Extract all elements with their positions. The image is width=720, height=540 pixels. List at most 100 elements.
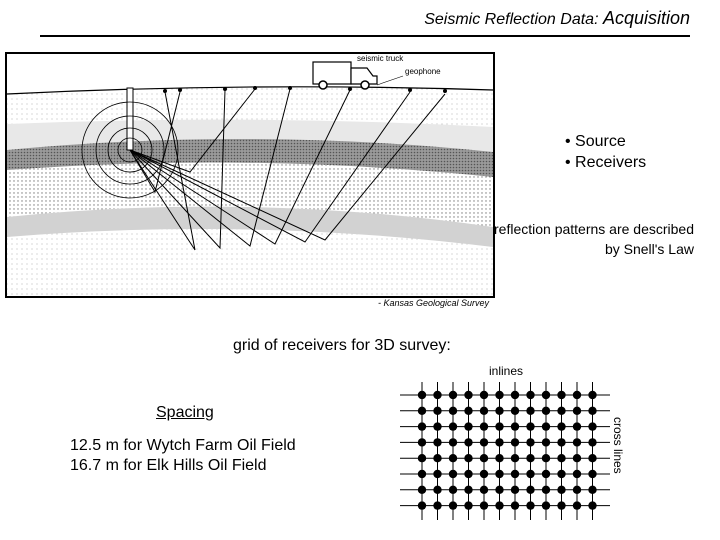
receiver-dot — [557, 422, 565, 430]
receiver-dot — [526, 501, 534, 509]
receiver-dot — [480, 438, 488, 446]
seismic-cross-section: seismic truck geophone — [5, 52, 495, 298]
receiver-dot — [526, 407, 534, 415]
receiver-dot — [495, 407, 503, 415]
receiver-dot — [495, 470, 503, 478]
receiver-dot — [526, 454, 534, 462]
receiver-dot — [464, 391, 472, 399]
receiver-dot — [433, 391, 441, 399]
truck-label: seismic truck — [357, 54, 404, 63]
receiver-dot — [542, 438, 550, 446]
receiver-dot — [464, 470, 472, 478]
receiver-dot — [480, 407, 488, 415]
receiver-dot — [464, 486, 472, 494]
receiver-dot — [557, 470, 565, 478]
receiver-dot — [511, 407, 519, 415]
receiver-dot — [511, 422, 519, 430]
receiver-dot — [526, 486, 534, 494]
receiver-dot — [449, 407, 457, 415]
receiver-dot — [418, 454, 426, 462]
receiver-dot — [480, 422, 488, 430]
receiver-dot — [511, 501, 519, 509]
receiver-dot — [557, 486, 565, 494]
receiver-dot — [573, 438, 581, 446]
receiver-dot — [480, 501, 488, 509]
receiver-dot — [588, 438, 596, 446]
bullet-list: • Source • Receivers — [565, 131, 646, 173]
receiver-dot — [480, 454, 488, 462]
receiver-dot — [418, 422, 426, 430]
receiver-dot — [495, 438, 503, 446]
slide-title-sub: Acquisition — [603, 8, 690, 28]
receiver-dot — [433, 438, 441, 446]
receiver-dot — [480, 391, 488, 399]
receiver-dot — [557, 501, 565, 509]
receiver-dot — [588, 454, 596, 462]
receiver-dot — [449, 486, 457, 494]
slide-title-main: Seismic Reflection Data: — [424, 11, 603, 28]
receiver-dot — [418, 501, 426, 509]
receiver-dot — [588, 407, 596, 415]
receiver-dot — [495, 454, 503, 462]
receiver-dot — [464, 422, 472, 430]
receiver-dot — [542, 501, 550, 509]
receiver-dot — [449, 438, 457, 446]
receiver-dot — [433, 454, 441, 462]
receiver-dot — [433, 501, 441, 509]
receiver-dot — [526, 470, 534, 478]
receiver-dot — [464, 407, 472, 415]
spacing-line-wytch-farm: 12.5 m for Wytch Farm Oil Field — [70, 436, 296, 456]
receiver-dot — [418, 486, 426, 494]
receiver-dot — [449, 470, 457, 478]
receiver-dot — [542, 486, 550, 494]
receiver-dot — [495, 486, 503, 494]
receiver-dot — [418, 470, 426, 478]
receiver-dot — [511, 391, 519, 399]
receiver-dot — [526, 422, 534, 430]
receiver-dot — [449, 391, 457, 399]
spacing-title: Spacing — [156, 404, 214, 422]
receiver-dot — [588, 486, 596, 494]
receiver-dot — [418, 407, 426, 415]
receiver-dot — [557, 438, 565, 446]
receiver-dot — [480, 486, 488, 494]
receiver-dot — [573, 501, 581, 509]
receiver-dot — [495, 501, 503, 509]
receiver-dot — [557, 391, 565, 399]
receiver-dot — [573, 454, 581, 462]
receiver-dot — [464, 438, 472, 446]
receiver-dot — [557, 407, 565, 415]
receiver-dot — [542, 391, 550, 399]
receiver-dot — [588, 391, 596, 399]
receiver-dot — [542, 454, 550, 462]
grid-caption: grid of receivers for 3D survey: — [233, 337, 451, 355]
receiver-dot — [542, 470, 550, 478]
receiver-dot — [495, 391, 503, 399]
receiver-dot — [418, 438, 426, 446]
spacing-list: 12.5 m for Wytch Farm Oil Field 16.7 m f… — [70, 436, 296, 476]
receiver-dot — [449, 501, 457, 509]
receiver-dot — [573, 486, 581, 494]
receiver-dot — [433, 422, 441, 430]
receiver-dot — [573, 422, 581, 430]
slide-title: Seismic Reflection Data: Acquisition — [424, 8, 690, 32]
receiver-dot — [588, 501, 596, 509]
receiver-dot — [433, 486, 441, 494]
receiver-dot — [573, 407, 581, 415]
receiver-dot — [433, 407, 441, 415]
snell-law-note: reflection patterns are described by Sne… — [494, 219, 694, 259]
receiver-dot — [449, 422, 457, 430]
geophone-label: geophone — [405, 67, 441, 76]
receiver-dot — [573, 391, 581, 399]
receiver-dot — [511, 486, 519, 494]
inlines-label: inlines — [489, 364, 523, 378]
receiver-dot — [526, 391, 534, 399]
source-credit: - Kansas Geological Survey — [378, 298, 489, 308]
receiver-grid — [395, 378, 625, 523]
receiver-dot — [449, 454, 457, 462]
receiver-dot — [526, 438, 534, 446]
bullet-receivers: • Receivers — [565, 152, 646, 173]
receiver-dot — [511, 438, 519, 446]
receiver-dot — [495, 422, 503, 430]
receiver-dot — [588, 470, 596, 478]
